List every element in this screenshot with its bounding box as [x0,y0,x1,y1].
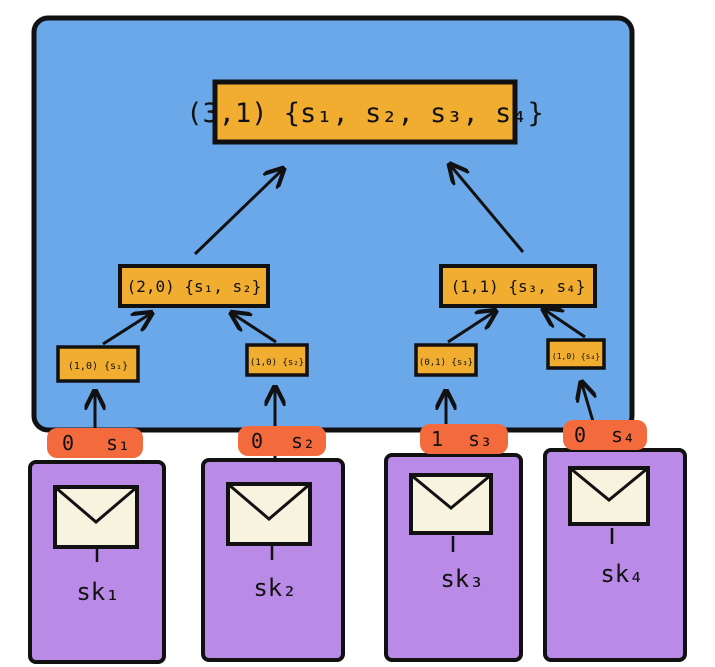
input-tag: 0 s₄ [563,420,647,450]
leaf-node: (1,0) {s₂} [245,343,309,377]
input-bit: 1 [431,427,443,451]
input-tag: 0 s₁ [47,428,143,458]
edge-leaf4-midright [545,310,586,339]
mid-left-node: (2,0) {s₁, s₂} [118,264,270,308]
leaf-node-label: (0,1) {s₃} [419,358,473,368]
leaf-node: (1,0) {s₄} [546,338,606,370]
edge-midleft-root [193,170,282,256]
leaf-node: (1,0) {s₁} [56,345,140,383]
input-share: s₃ [468,427,492,451]
edge-leaf2-midleft [233,314,277,344]
leaf-node-label: (1,0) {s₂} [250,358,304,368]
root-node: (3,1) {s₁, s₂, s₃, s₄} [186,79,544,145]
input-share: s₁ [106,431,130,455]
client-device: sk₃ [384,453,523,662]
input-share: s₂ [291,429,315,453]
envelope-icon [568,466,650,526]
input-tag: 0 s₂ [238,426,326,456]
secret-key-label: sk₄ [600,560,643,588]
envelope-icon [53,485,139,549]
edge-leaf3-midright [447,312,494,344]
mid-right-node: (1,1) {s₃, s₄} [439,264,597,308]
input-bit: 0 [574,423,586,447]
secret-key-label: sk₃ [440,565,483,593]
edge-leaf1-midleft [102,314,150,346]
envelope-icon [409,473,493,535]
envelope-icon [226,482,312,546]
leaf-node-label: (1,0) {s₁} [68,361,128,372]
input-tag: 1 s₃ [420,424,508,454]
leaf-node: (0,1) {s₃} [414,343,478,377]
input-bit: 0 [251,429,263,453]
root-node-label: (3,1) {s₁, s₂, s₃, s₄} [186,98,544,129]
client-device: sk₄ [543,448,687,662]
leaf-node-label: (1,0) {s₄} [552,352,600,361]
client-device: sk₁ [28,460,166,664]
input-share: s₄ [611,423,635,447]
edge-midright-root [451,166,525,253]
secret-key-label: sk₁ [76,578,119,606]
mid-left-node-label: (2,0) {s₁, s₂} [127,277,262,296]
secret-key-label: sk₂ [253,574,296,602]
input-bit: 0 [62,431,74,455]
client-device: sk₂ [201,458,345,662]
mid-right-node-label: (1,1) {s₃, s₄} [451,277,586,296]
